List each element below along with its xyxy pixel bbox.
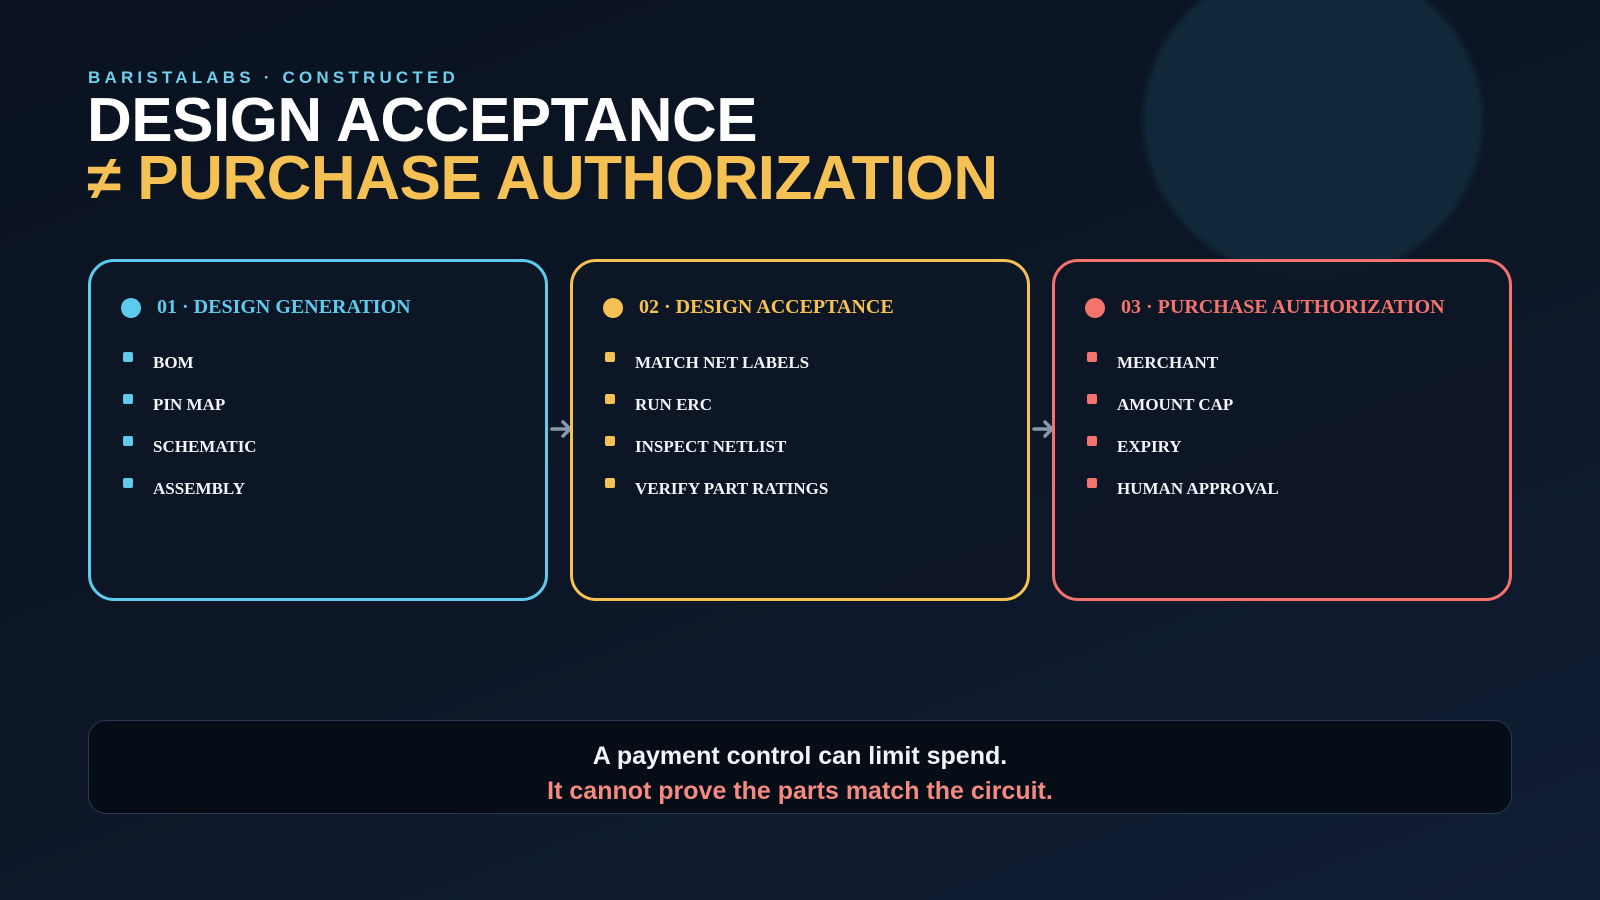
list-item: INSPECT NETLIST: [605, 434, 828, 476]
title-line-2: ≠ PURCHASE AUTHORIZATION: [87, 144, 998, 213]
list-item: AMOUNT CAP: [1087, 392, 1279, 434]
list-item-text: HUMAN APPROVAL: [1117, 479, 1279, 498]
bullet-square-icon: [123, 478, 133, 488]
list-item: PIN MAP: [123, 392, 257, 434]
list-item-text: MATCH NET LABELS: [635, 353, 810, 372]
list-item-text: EXPIRY: [1117, 437, 1182, 456]
card-heading-text: 02 · DESIGN ACCEPTANCE: [639, 296, 894, 318]
list-item: MATCH NET LABELS: [605, 350, 828, 392]
list-item: RUN ERC: [605, 392, 828, 434]
list-item: HUMAN APPROVAL: [1087, 476, 1279, 518]
card-purchase-authorization: 03 · PURCHASE AUTHORIZATION MERCHANT AMO…: [1052, 259, 1512, 601]
bullet-square-icon: [123, 436, 133, 446]
bullet-square-icon: [605, 478, 615, 488]
list-item-text: BOM: [153, 353, 194, 372]
list-item: BOM: [123, 350, 257, 392]
title-line-1: DESIGN ACCEPTANCE: [87, 86, 758, 155]
bullet-square-icon: [1087, 394, 1097, 404]
bullet-square-icon: [1087, 478, 1097, 488]
card-heading-text: 03 · PURCHASE AUTHORIZATION: [1121, 296, 1445, 318]
status-dot-icon: [1085, 297, 1105, 318]
page-title: DESIGN ACCEPTANCE ≠ PURCHASE AUTHORIZATI…: [87, 86, 998, 213]
list-item: SCHEMATIC: [123, 434, 257, 476]
eyebrow-label: BARISTALABS · CONSTRUCTED: [88, 68, 460, 87]
bullet-square-icon: [1087, 352, 1097, 362]
bullet-square-icon: [605, 436, 615, 446]
card-heading-text: 01 · DESIGN GENERATION: [157, 296, 411, 318]
list-item-text: AMOUNT CAP: [1117, 395, 1234, 414]
callout-box: A payment control can limit spend. It ca…: [88, 720, 1512, 814]
list-item-text: ASSEMBLY: [153, 479, 245, 498]
list-item-text: MERCHANT: [1117, 353, 1219, 372]
list-item: ASSEMBLY: [123, 476, 257, 518]
card-item-list: MATCH NET LABELS RUN ERC INSPECT NETLIST…: [605, 350, 828, 518]
card-heading: 03 · PURCHASE AUTHORIZATION: [1085, 296, 1445, 319]
card-heading: 02 · DESIGN ACCEPTANCE: [603, 296, 894, 319]
card-design-generation: 01 · DESIGN GENERATION BOM PIN MAP SCHEM…: [88, 259, 548, 601]
card-item-list: BOM PIN MAP SCHEMATIC ASSEMBLY: [123, 350, 257, 518]
card-heading: 01 · DESIGN GENERATION: [121, 296, 411, 319]
list-item: EXPIRY: [1087, 434, 1279, 476]
card-design-acceptance: 02 · DESIGN ACCEPTANCE MATCH NET LABELS …: [570, 259, 1030, 601]
list-item: VERIFY PART RATINGS: [605, 476, 828, 518]
status-dot-icon: [121, 297, 141, 318]
bullet-square-icon: [123, 394, 133, 404]
bullet-square-icon: [605, 394, 615, 404]
list-item: MERCHANT: [1087, 350, 1279, 392]
background-glow-circle: [1143, 0, 1483, 280]
list-item-text: PIN MAP: [153, 395, 226, 414]
list-item-text: RUN ERC: [635, 395, 712, 414]
callout-line-2: It cannot prove the parts match the circ…: [547, 777, 1053, 805]
callout-line-1: A payment control can limit spend.: [592, 742, 1008, 770]
bullet-square-icon: [123, 352, 133, 362]
card-item-list: MERCHANT AMOUNT CAP EXPIRY HUMAN APPROVA…: [1087, 350, 1279, 518]
bullet-square-icon: [1087, 436, 1097, 446]
status-dot-icon: [603, 297, 623, 318]
list-item-text: VERIFY PART RATINGS: [635, 479, 829, 498]
list-item-text: INSPECT NETLIST: [635, 437, 787, 456]
bullet-square-icon: [605, 352, 615, 362]
list-item-text: SCHEMATIC: [153, 437, 257, 456]
